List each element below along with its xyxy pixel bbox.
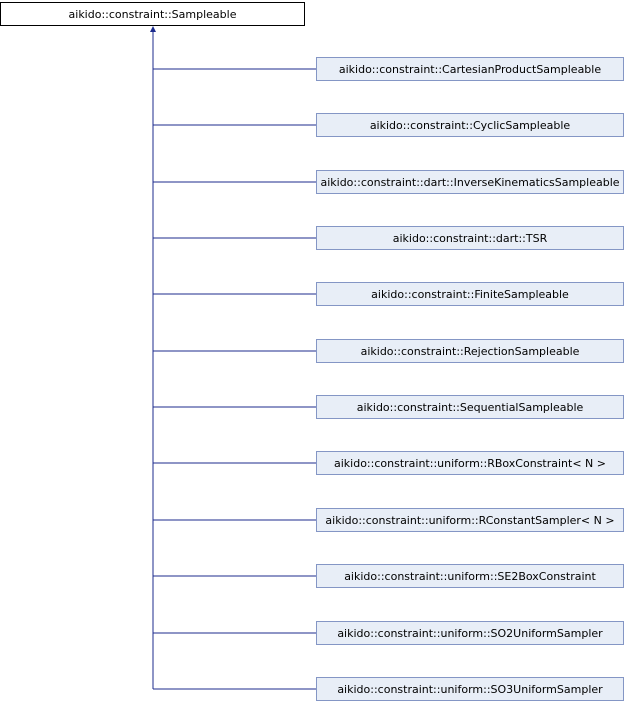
inheritance-arrowhead [150, 26, 156, 32]
derived-class-node[interactable]: aikido::constraint::uniform::RConstantSa… [316, 508, 624, 532]
derived-class-label: aikido::constraint::CartesianProductSamp… [338, 62, 602, 76]
derived-class-node[interactable]: aikido::constraint::RejectionSampleable [316, 339, 624, 363]
derived-class-label: aikido::constraint::uniform::SO3UniformS… [337, 682, 603, 696]
base-class-label: aikido::constraint::Sampleable [68, 7, 237, 21]
derived-class-label: aikido::constraint::dart::InverseKinemat… [320, 175, 620, 189]
derived-class-node[interactable]: aikido::constraint::CyclicSampleable [316, 113, 624, 137]
derived-class-label: aikido::constraint::uniform::RConstantSa… [325, 513, 615, 527]
derived-class-label: aikido::constraint::uniform::SE2BoxConst… [344, 569, 596, 583]
derived-class-node[interactable]: aikido::constraint::CartesianProductSamp… [316, 57, 624, 81]
derived-class-node[interactable]: aikido::constraint::uniform::SO2UniformS… [316, 621, 624, 645]
derived-class-node[interactable]: aikido::constraint::uniform::RBoxConstra… [316, 451, 624, 475]
derived-class-node[interactable]: aikido::constraint::dart::TSR [316, 226, 624, 250]
derived-class-label: aikido::constraint::FiniteSampleable [371, 287, 569, 301]
derived-class-label: aikido::constraint::uniform::SO2UniformS… [337, 626, 603, 640]
derived-class-node[interactable]: aikido::constraint::dart::InverseKinemat… [316, 170, 624, 194]
derived-class-label: aikido::constraint::dart::TSR [392, 231, 548, 245]
base-class-node[interactable]: aikido::constraint::Sampleable [0, 2, 305, 26]
derived-class-node[interactable]: aikido::constraint::FiniteSampleable [316, 282, 624, 306]
derived-class-node[interactable]: aikido::constraint::uniform::SE2BoxConst… [316, 564, 624, 588]
derived-class-label: aikido::constraint::uniform::RBoxConstra… [334, 456, 606, 470]
derived-class-node[interactable]: aikido::constraint::uniform::SO3UniformS… [316, 677, 624, 701]
derived-class-label: aikido::constraint::CyclicSampleable [369, 118, 571, 132]
derived-class-node[interactable]: aikido::constraint::SequentialSampleable [316, 395, 624, 419]
derived-class-label: aikido::constraint::RejectionSampleable [360, 344, 580, 358]
derived-class-label: aikido::constraint::SequentialSampleable [356, 400, 584, 414]
